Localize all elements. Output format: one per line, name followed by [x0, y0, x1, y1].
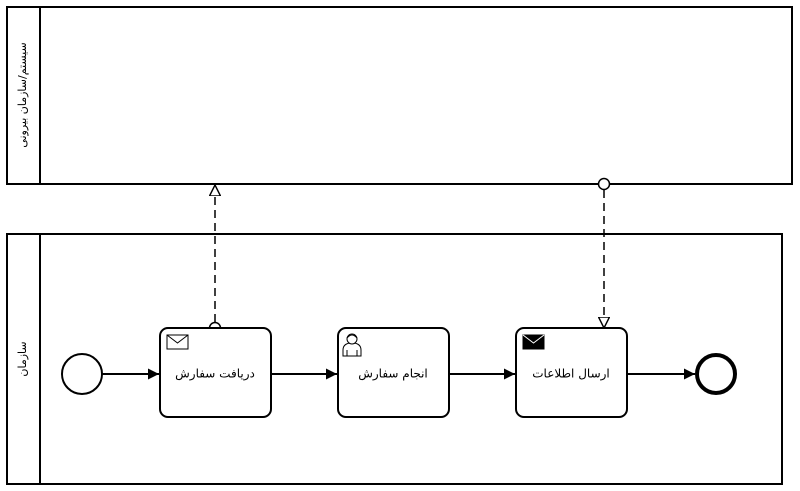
task-label: دریافت سفارش: [175, 367, 255, 382]
task-receive-order[interactable]: دریافت سفارش: [159, 327, 272, 418]
envelope-filled-icon: [522, 334, 545, 350]
message-flow-source-marker: [597, 177, 611, 191]
pool-external[interactable]: سیستم/سازمان بیرونی: [6, 6, 793, 185]
user-icon: [342, 333, 362, 357]
start-event[interactable]: [61, 353, 103, 395]
task-perform-order[interactable]: انجام سفارش: [337, 327, 450, 418]
envelope-outline-icon: [166, 334, 189, 350]
pool-external-label: سیستم/سازمان بیرونی: [16, 42, 29, 147]
end-event[interactable]: [695, 353, 737, 395]
task-send-information[interactable]: ارسال اطلاعات: [515, 327, 628, 418]
task-label: ارسال اطلاعات: [532, 367, 610, 382]
task-label: انجام سفارش: [358, 367, 428, 382]
pool-organization-label: سازمان: [16, 341, 29, 376]
